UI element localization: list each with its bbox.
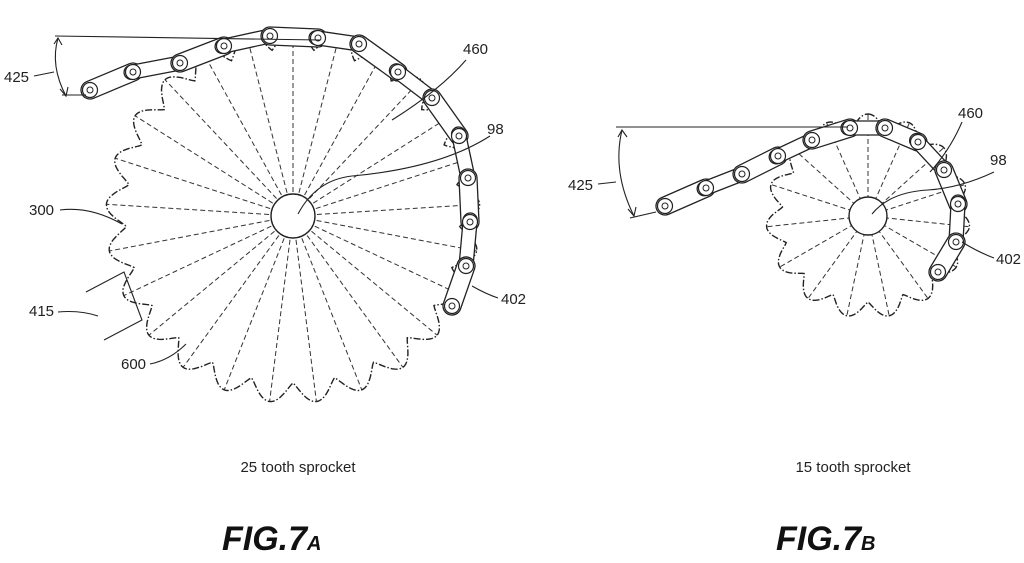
chain-pin [355, 40, 363, 48]
spoke-line [106, 203, 294, 217]
spoke-line [292, 115, 452, 217]
roller-chain-7a [80, 26, 480, 316]
ref-label-600-7a: 600 [121, 356, 146, 373]
spoke-line [292, 157, 471, 217]
spoke-line [292, 215, 477, 252]
chain-pin [129, 68, 137, 76]
chain-pin [176, 59, 184, 67]
leader-98-7b [871, 171, 995, 215]
chain-pin [738, 170, 746, 178]
spoke-line [223, 215, 294, 391]
dimension-425-7a [33, 35, 321, 98]
figure-label-7a: FIG.7A [222, 520, 321, 558]
spoke-line [109, 215, 294, 252]
spoke-line [292, 79, 422, 217]
chain-pin [220, 42, 228, 50]
chain-pin [954, 200, 962, 208]
chain-pin [934, 268, 942, 276]
spoke-line [292, 215, 363, 391]
spoke-line [202, 51, 294, 217]
spoke-line [246, 34, 294, 217]
ref-label-98-7a: 98 [487, 121, 504, 138]
chain-pin [466, 218, 474, 226]
leader-460-7b [929, 121, 963, 173]
spoke-line [134, 115, 294, 217]
chain-pin [940, 166, 948, 174]
chain-pin [881, 124, 889, 132]
spoke-line [292, 215, 438, 336]
leader-460-7a [391, 59, 467, 121]
chain-pin [448, 302, 456, 310]
spoke-line [292, 203, 480, 217]
ref-label-425-7b: 425 [568, 177, 593, 194]
leader-402-7b [961, 241, 995, 259]
caption-7a: 25 tooth sprocket [240, 459, 356, 476]
chain-pin [952, 238, 960, 246]
chain-pin [394, 68, 402, 76]
sprocket-hub-7a [270, 193, 316, 239]
spoke-line [292, 34, 340, 217]
spoke-line [292, 51, 384, 217]
chain-pin [455, 132, 463, 140]
dimension-425-7b [597, 126, 848, 219]
chain-pin [661, 202, 669, 210]
figure-label-7b: FIG.7B [776, 520, 875, 558]
ref-label-460-7a: 460 [463, 41, 488, 58]
chain-pin [914, 138, 922, 146]
figure-7a: 425 460 98 300 415 402 600 25 tooth spro… [4, 26, 526, 558]
ref-label-300-7a: 300 [29, 202, 54, 219]
chain-pin [808, 136, 816, 144]
ref-label-425-7a: 425 [4, 69, 29, 86]
spoke-line [292, 215, 463, 297]
ref-label-415-7a: 415 [29, 303, 54, 320]
roller-chain-7b [655, 118, 968, 282]
ref-label-402-7a: 402 [501, 291, 526, 308]
figure-7b: 425 460 98 402 15 tooth sprocket FIG.7B [568, 105, 1021, 558]
leader-600-7a [149, 343, 187, 365]
leader-300-7a [59, 208, 123, 225]
chain-pin [464, 174, 472, 182]
spoke-line [123, 215, 294, 297]
spoke-line [164, 79, 294, 217]
dimension-415-7a [57, 271, 143, 341]
chain-pin [428, 94, 436, 102]
chain-pin [462, 262, 470, 270]
spoke-line [269, 215, 294, 402]
leader-98-7a [297, 135, 491, 215]
chain-pin [846, 124, 854, 132]
chain-pin [774, 152, 782, 160]
sprocket-spokes-7a [106, 29, 480, 402]
sprocket-hub-7b [848, 196, 888, 236]
chain-pin [86, 86, 94, 94]
caption-7b: 15 tooth sprocket [795, 459, 911, 476]
ref-label-98-7b: 98 [990, 152, 1007, 169]
spoke-line [115, 157, 294, 217]
spoke-line [292, 215, 404, 368]
spoke-line [182, 215, 294, 368]
spoke-line [292, 215, 317, 402]
chain-pin [702, 184, 710, 192]
chain-pin [266, 32, 274, 40]
ref-label-460-7b: 460 [958, 105, 983, 122]
spoke-line [148, 215, 294, 336]
leader-402-7a [471, 285, 499, 299]
ref-label-402-7b: 402 [996, 251, 1021, 268]
